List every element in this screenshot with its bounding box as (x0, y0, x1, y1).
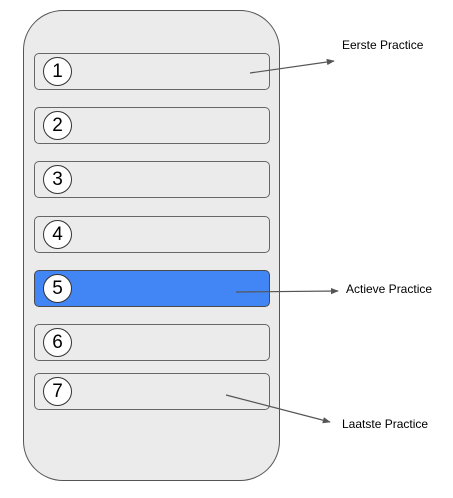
practice-slot-1[interactable]: 1 (34, 53, 270, 90)
practice-slot-3[interactable]: 3 (34, 161, 270, 198)
slot-number-badge: 6 (43, 328, 72, 357)
slot-number-badge: 1 (43, 57, 72, 86)
slot-number-badge: 3 (43, 165, 72, 194)
practice-slot-5-active[interactable]: 5 (34, 270, 270, 307)
practice-slot-2[interactable]: 2 (34, 107, 270, 144)
label-last-practice: Laatste Practice (342, 417, 429, 431)
slot-number-badge: 4 (43, 220, 72, 249)
label-active-practice: Actieve Practice (346, 282, 433, 296)
practice-slot-4[interactable]: 4 (34, 216, 270, 253)
slot-number-badge: 2 (43, 111, 72, 140)
practice-slot-6[interactable]: 6 (34, 324, 270, 361)
slot-number-badge: 5 (43, 274, 72, 303)
slot-number-badge: 7 (43, 377, 72, 406)
label-first-practice: Eerste Practice (342, 38, 424, 52)
practice-slot-7[interactable]: 7 (34, 373, 270, 410)
